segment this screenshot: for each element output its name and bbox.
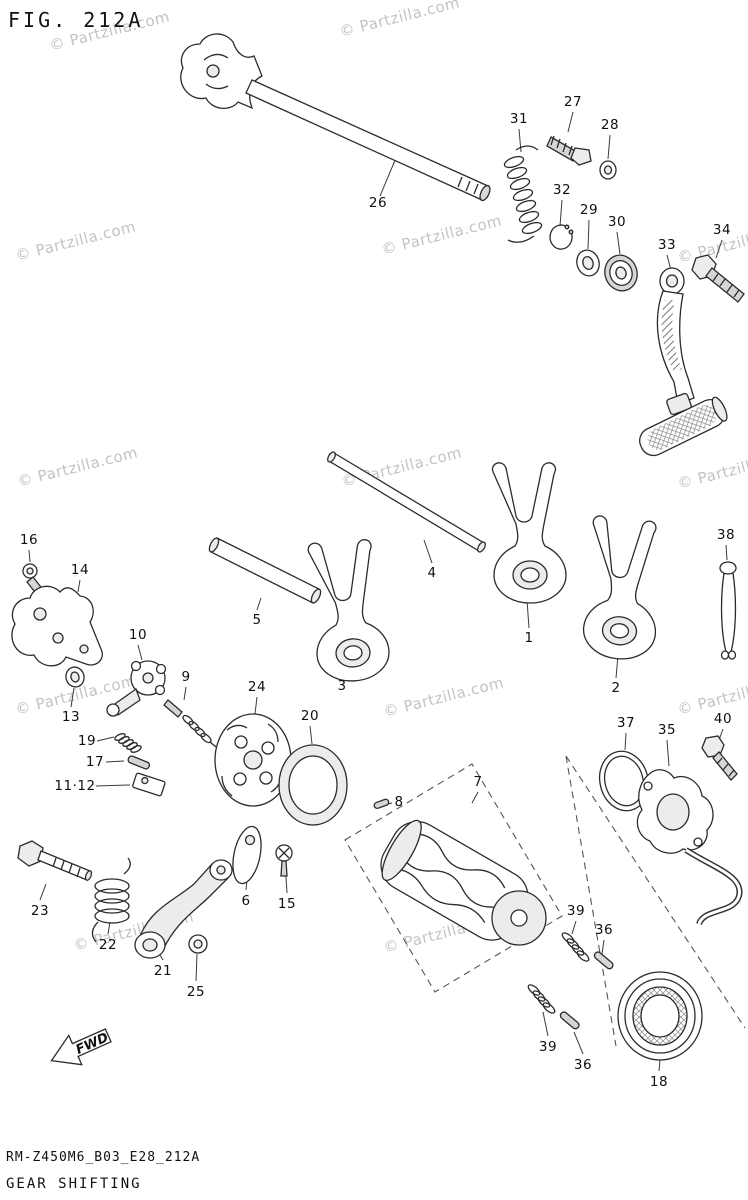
callout-13: 13 [61, 709, 81, 725]
part-23-bolt [17, 840, 93, 881]
callout-39-upper: 39 [566, 903, 586, 919]
part-35-cover [636, 769, 743, 926]
part-1-gear-shift-fork [491, 462, 567, 604]
callout-28: 28 [600, 117, 620, 133]
callout-27: 27 [563, 94, 583, 110]
figure-title: FIG. 212A [8, 8, 144, 32]
part-39-spring-upper [561, 932, 590, 962]
callout-6: 6 [241, 893, 251, 909]
callout-11-12: 11·12 [54, 778, 96, 794]
callout-39-lower: 39 [538, 1039, 558, 1055]
part-13-washer [65, 666, 85, 688]
part-36-pin-lower [559, 1011, 580, 1030]
callout-36-upper: 36 [594, 922, 614, 938]
callout-21: 21 [153, 963, 173, 979]
part-31-return-spring [503, 145, 543, 243]
part-8-pin [373, 798, 390, 810]
callout-32: 32 [552, 182, 572, 198]
fwd-arrow: FWD [50, 1028, 112, 1066]
part-26-gear-shift-shaft [180, 33, 491, 202]
callout-35: 35 [657, 722, 677, 738]
part-19-spring [114, 733, 142, 753]
assembly-guides [344, 755, 746, 1047]
part-36-pin-upper [593, 951, 614, 970]
callout-15: 15 [277, 896, 297, 912]
figure-code: RM-Z450M6_B03_E28_212A [6, 1150, 201, 1165]
part-24-cam-driven-gear [214, 713, 292, 807]
callout-34: 34 [712, 222, 732, 238]
part-38-clip [719, 561, 737, 660]
part-39-spring-lower [527, 984, 556, 1014]
figure-caption: GEAR SHIFTING [6, 1176, 142, 1192]
part-17-pin [127, 755, 151, 770]
callout-29: 29 [579, 202, 599, 218]
part-6-plate [232, 825, 262, 885]
part-27-bolt [546, 135, 592, 166]
callout-1: 1 [524, 630, 534, 646]
callout-23: 23 [30, 903, 50, 919]
callout-30: 30 [607, 214, 627, 230]
part-40-bolt [701, 735, 738, 781]
leader-lines [28, 111, 728, 1072]
part-20-ring [278, 744, 348, 826]
callout-22: 22 [98, 937, 118, 953]
callout-8: 8 [394, 794, 404, 810]
callout-31: 31 [509, 111, 529, 127]
part-18-bearing [617, 971, 703, 1061]
callout-4: 4 [427, 565, 437, 581]
part-5-shift-fork-shaft [208, 537, 322, 604]
callout-17: 17 [85, 754, 105, 770]
callout-20: 20 [300, 708, 320, 724]
part-15-screw [275, 844, 293, 877]
callout-10: 10 [128, 627, 148, 643]
callout-16: 16 [19, 532, 39, 548]
part-10-cam-stopper [106, 660, 167, 717]
callout-33: 33 [657, 237, 677, 253]
part-29-washer [576, 249, 600, 277]
callout-3: 3 [337, 678, 347, 694]
part-9-spring-pin [163, 699, 217, 748]
part-4-shift-fork-shaft [327, 451, 486, 553]
callout-9: 9 [181, 669, 191, 685]
callout-5: 5 [252, 612, 262, 628]
callout-2: 2 [611, 680, 621, 696]
part-14-gear-shift-plate [11, 585, 103, 667]
callout-26: 26 [368, 195, 388, 211]
part-34-bolt [691, 254, 745, 303]
callout-40: 40 [713, 711, 733, 727]
part-11-12-plate [132, 772, 166, 797]
callout-25: 25 [186, 984, 206, 1000]
callout-38: 38 [716, 527, 736, 543]
part-22-spring [91, 857, 131, 943]
part-7-gear-shift-cam [380, 819, 547, 946]
part-28-washer [599, 160, 617, 180]
part-3-gear-shift-fork [307, 537, 392, 685]
part-33-gear-shift-lever [639, 267, 728, 457]
part-2-gear-shift-fork [578, 514, 668, 664]
part-25-washer [188, 934, 208, 954]
part-32-circlip [549, 224, 574, 250]
callout-36-lower: 36 [573, 1057, 593, 1073]
part-30-oil-seal [604, 254, 638, 292]
part-21-gear-shift-arm [134, 859, 233, 959]
callout-37: 37 [616, 715, 636, 731]
callout-7: 7 [473, 774, 483, 790]
callout-19: 19 [77, 733, 97, 749]
callout-14: 14 [70, 562, 90, 578]
callout-24: 24 [247, 679, 267, 695]
callout-18: 18 [649, 1074, 669, 1090]
